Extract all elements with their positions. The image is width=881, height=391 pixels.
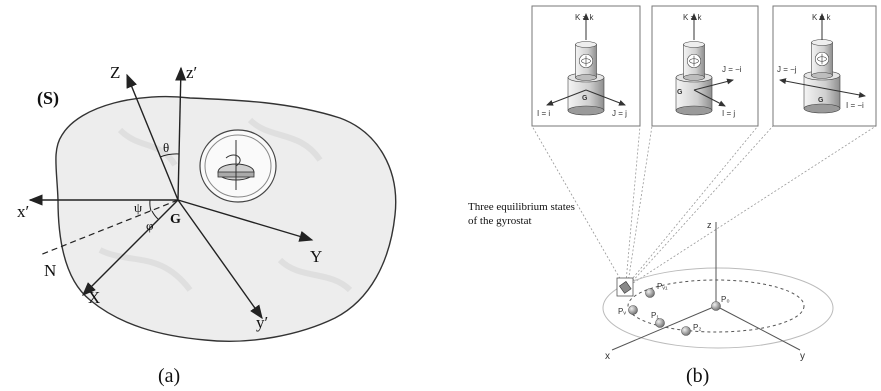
label-X: X [88,288,100,307]
point-P0 [711,301,721,311]
label-Pv: Pᵥ [618,307,626,316]
point-Pv1 [645,288,655,298]
inset3-I: I = −i [846,101,864,110]
point-P1 [655,318,665,328]
label-Z: Z [110,63,120,82]
inset1-I: I = i [537,109,550,118]
axis-Y [177,199,314,242]
inset2-K: K = k [683,13,702,22]
psi-arc [149,199,152,212]
caption-b: (b) [686,365,709,387]
label-P0: P₀ [721,295,730,304]
label-psi: ψ [134,200,142,215]
rigid-body-shape [55,95,397,342]
axis-z-prime [175,66,187,201]
label-P1: P₁ [651,311,659,320]
inset1-K: K = k [575,13,594,22]
label-y-b: y [800,351,805,362]
gyrostat-icon [616,277,634,297]
point-P2 [681,326,691,336]
point-Pv [628,305,638,315]
panel-b: K = k I = i J = j G K = k I = j J = −i G… [468,5,877,387]
label-Pv1: Pᵥ₁ [657,282,668,291]
inset2-I: I = j [722,109,735,118]
phi-arc [151,210,159,220]
axis-y-prime [177,199,263,320]
axis-x-b [611,305,717,351]
inset1-J: J = j [612,109,627,118]
inset3-K: K = k [812,13,831,22]
marble-texture [98,117,353,293]
note-line-2: of the gyrostat [468,215,532,227]
equilibrium-points [628,288,721,336]
inset2-G: G [677,89,683,96]
label-x-b: x [605,351,610,362]
inset1-G: G [582,95,588,102]
axis-y-b [715,305,801,351]
inset3-J: J = −j [777,65,797,74]
axis-X [82,199,179,296]
inset-state-2: K = k I = j J = −i G [651,5,759,127]
inset-state-3: K = k I = −i J = −j G [772,5,877,127]
label-theta: θ [163,140,169,155]
label-z-b: z [707,220,712,230]
label-phi: φ [146,218,154,233]
rotor-illustration [199,129,277,203]
panel-a: (S) Z z′ x′ Y X y′ N θ [17,63,397,387]
inset-state-1: K = k I = i J = j G [531,5,641,127]
label-P2: P₂ [693,323,701,332]
label-z-prime: z′ [186,63,197,82]
theta-arc [159,153,180,158]
label-Y: Y [310,247,322,266]
caption-a: (a) [158,365,180,387]
inset2-J: J = −i [722,65,742,74]
node-line-N [39,199,179,256]
label-N: N [44,261,56,280]
note-line-1: Three equilibrium states [468,201,575,213]
body-label: (S) [37,88,59,109]
inset3-G: G [818,97,824,104]
label-x-prime: x′ [17,202,29,221]
projection-lines [531,125,877,286]
axis-Z [126,73,179,201]
label-y-prime: y′ [256,313,268,332]
outer-plane-ellipse [602,267,834,349]
label-G: G [170,212,181,227]
